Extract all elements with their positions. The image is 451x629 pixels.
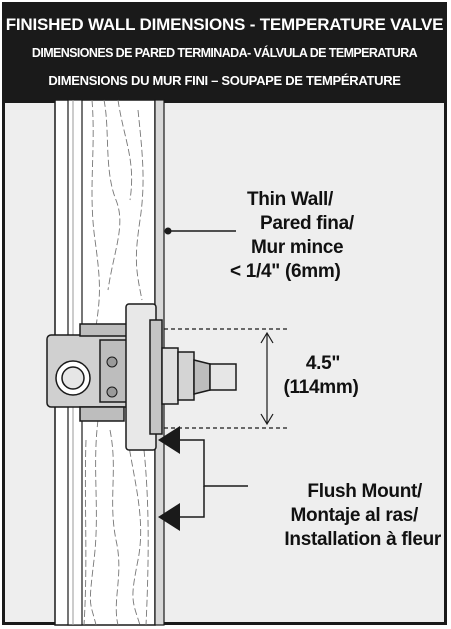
dimension-mm: (114mm) bbox=[283, 377, 359, 398]
title-english: FINISHED WALL DIMENSIONS - TEMPERATURE V… bbox=[5, 15, 444, 34]
flush-mount-line1: Flush Mount/ bbox=[307, 481, 422, 502]
thin-wall-leader bbox=[164, 227, 236, 235]
dimension-label: 4.5" (114mm) bbox=[282, 352, 364, 400]
title-bar: FINISHED WALL DIMENSIONS - TEMPERATURE V… bbox=[5, 5, 444, 103]
flush-mount-line2: Montaje al ras/ bbox=[290, 505, 419, 526]
thin-wall-line2: Pared fina/ bbox=[260, 213, 354, 234]
flush-mount-line3: Installation à fleur bbox=[284, 529, 441, 550]
dimension-inches: 4.5" bbox=[305, 353, 341, 374]
title-french: DIMENSIONS DU MUR FINI – SOUPAPE DE TEMP… bbox=[48, 73, 401, 88]
thin-wall-line4: < 1/4" (6mm) bbox=[230, 261, 341, 282]
title-spanish: DIMENSIONES DE PARED TERMINADA- VÁLVULA … bbox=[31, 46, 418, 60]
thin-wall-line1: Thin Wall/ bbox=[247, 189, 334, 210]
flush-mount-arrows bbox=[158, 426, 248, 531]
thin-wall-label: Thin Wall/ Pared fina/ Mur mince < 1/4" … bbox=[230, 188, 354, 284]
flush-mount-label: Flush Mount/ Montaje al ras/ Installatio… bbox=[236, 480, 441, 552]
valve-body bbox=[46, 303, 237, 451]
thin-wall-line3: Mur mince bbox=[251, 237, 344, 258]
dimension-marker bbox=[164, 328, 290, 429]
